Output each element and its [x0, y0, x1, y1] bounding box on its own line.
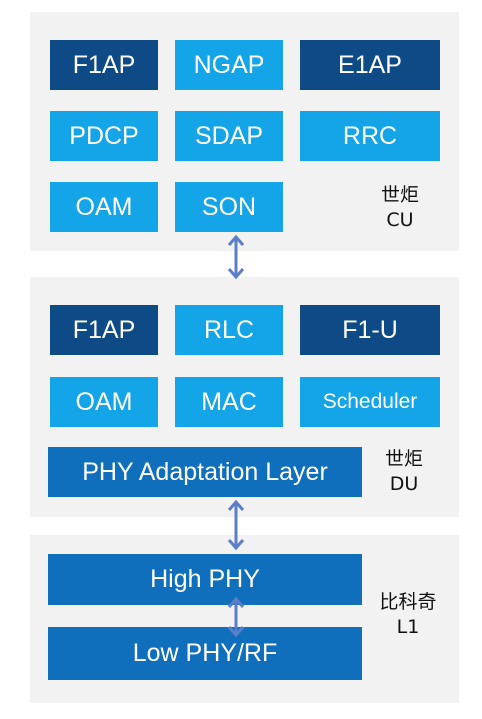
du-label-name: DU	[389, 473, 419, 495]
du-l1-double-arrow-icon	[227, 499, 245, 551]
l1-label: 比科奇 L1	[368, 590, 448, 640]
cu-label-vendor: 世炬	[380, 184, 419, 206]
cu-label-name: CU	[386, 209, 414, 231]
l1-label-name: L1	[396, 616, 420, 638]
cu-box-f1ap: F1AP	[50, 40, 158, 90]
l1-box-low-phy: Low PHY/RF	[48, 627, 362, 680]
du-label-vendor: 世炬	[384, 448, 423, 470]
cu-box-sdap: SDAP	[175, 111, 283, 161]
high-low-phy-double-arrow-icon	[227, 596, 245, 638]
cu-box-oam: OAM	[50, 182, 158, 232]
cu-label: 世炬 CU	[360, 183, 440, 233]
du-box-phy-adaptation: PHY Adaptation Layer	[48, 447, 362, 497]
l1-label-vendor: 比科奇	[379, 591, 437, 613]
cu-box-ngap: NGAP	[175, 40, 283, 90]
du-box-rlc: RLC	[175, 305, 283, 355]
cu-du-double-arrow-icon	[227, 234, 245, 280]
du-box-mac: MAC	[175, 377, 283, 427]
du-box-scheduler: Scheduler	[300, 377, 440, 427]
du-box-f1u: F1-U	[300, 305, 440, 355]
cu-box-rrc: RRC	[300, 111, 440, 161]
du-box-f1ap: F1AP	[50, 305, 158, 355]
cu-box-e1ap: E1AP	[300, 40, 440, 90]
l1-box-high-phy: High PHY	[48, 554, 362, 605]
du-label: 世炬 DU	[365, 447, 443, 497]
cu-box-pdcp: PDCP	[50, 111, 158, 161]
du-box-oam: OAM	[50, 377, 158, 427]
cu-box-son: SON	[175, 182, 283, 232]
